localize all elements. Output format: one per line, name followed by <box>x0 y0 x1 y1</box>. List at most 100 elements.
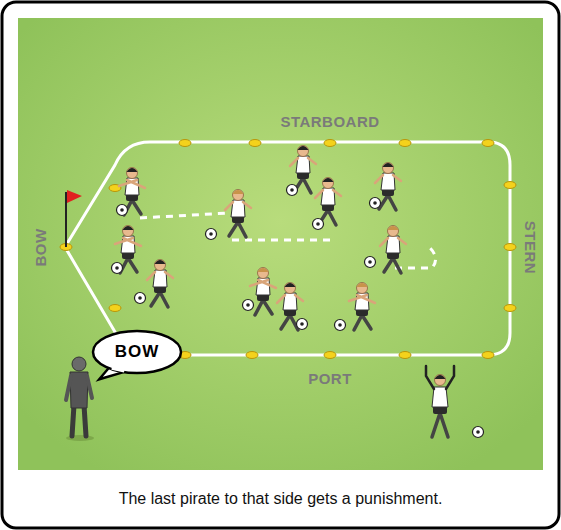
ball <box>297 319 308 330</box>
cone <box>109 305 121 312</box>
head <box>357 283 368 294</box>
caption: The last pirate to that side gets a puni… <box>119 490 443 508</box>
head <box>258 268 269 279</box>
hair <box>298 146 309 150</box>
legs <box>281 315 298 330</box>
hair <box>285 283 296 287</box>
ball-patch <box>115 266 119 270</box>
flag <box>67 190 82 203</box>
cone <box>504 305 516 312</box>
legs <box>432 413 448 437</box>
ball <box>135 293 146 304</box>
ball <box>313 219 324 230</box>
bubble-text: BOW <box>92 342 182 362</box>
arms <box>147 272 173 280</box>
ball-patch <box>368 260 372 264</box>
legs <box>229 222 246 237</box>
raised-arms <box>426 366 454 389</box>
hair <box>435 375 446 379</box>
ball <box>370 198 381 209</box>
hair <box>357 283 368 287</box>
head <box>323 178 334 189</box>
cone <box>179 140 191 147</box>
side-label: STARBOARD <box>280 113 379 130</box>
arms <box>349 295 375 303</box>
arms <box>277 295 303 303</box>
ball-patch <box>209 232 213 236</box>
ball-patch <box>290 188 294 192</box>
ball-patch <box>316 222 320 226</box>
cone <box>249 140 261 147</box>
flag-pole <box>65 192 67 247</box>
ball <box>206 229 217 240</box>
legs <box>379 195 396 210</box>
ball <box>112 263 123 274</box>
cones <box>60 140 516 359</box>
cone <box>324 352 336 359</box>
cone <box>246 352 258 359</box>
side-label: BOW <box>31 228 48 266</box>
arms <box>225 202 251 210</box>
arms <box>119 180 145 188</box>
players <box>66 146 484 442</box>
arms <box>290 158 316 166</box>
arms <box>380 238 406 246</box>
ball <box>243 300 254 311</box>
cone <box>482 352 494 359</box>
pitch <box>18 18 543 470</box>
ball <box>335 320 346 331</box>
legs <box>255 300 272 315</box>
cone <box>399 352 411 359</box>
speech-bubble: BOW <box>92 330 182 374</box>
ball-patch <box>338 323 342 327</box>
ball-patch <box>373 201 377 205</box>
head <box>298 146 309 157</box>
ball-patch <box>476 430 480 434</box>
head <box>155 260 166 271</box>
arms <box>250 280 276 288</box>
hair <box>323 178 334 182</box>
legs <box>354 315 371 330</box>
hair <box>233 190 244 194</box>
coach-arms <box>66 376 92 400</box>
head <box>285 283 296 294</box>
hair <box>258 268 269 272</box>
hair <box>155 260 166 264</box>
cone <box>504 244 516 251</box>
bubble-outline <box>93 331 181 373</box>
head <box>127 168 138 179</box>
ball <box>365 257 376 268</box>
head <box>388 226 399 237</box>
cone <box>504 182 516 189</box>
ball-patch <box>120 208 124 212</box>
hair <box>127 168 138 172</box>
hair <box>383 163 394 167</box>
head <box>435 375 446 386</box>
cone <box>324 140 336 147</box>
side-label: PORT <box>308 370 352 387</box>
ball-patch <box>246 303 250 307</box>
legs <box>384 258 401 273</box>
cone <box>482 140 494 147</box>
arms <box>115 238 141 246</box>
arms <box>315 190 341 198</box>
bubble-join <box>112 368 125 371</box>
hair <box>388 226 399 230</box>
ball-patch <box>138 296 142 300</box>
coach-head <box>72 357 86 371</box>
side-label: STERN <box>523 220 540 273</box>
head <box>383 163 394 174</box>
cone <box>399 140 411 147</box>
head <box>233 190 244 201</box>
ball <box>287 185 298 196</box>
legs <box>151 292 168 307</box>
ball <box>117 205 128 216</box>
arms <box>375 175 401 183</box>
ball-patch <box>300 322 304 326</box>
ship-outline <box>65 142 510 355</box>
coach-legs <box>72 405 86 436</box>
ball <box>473 427 484 438</box>
